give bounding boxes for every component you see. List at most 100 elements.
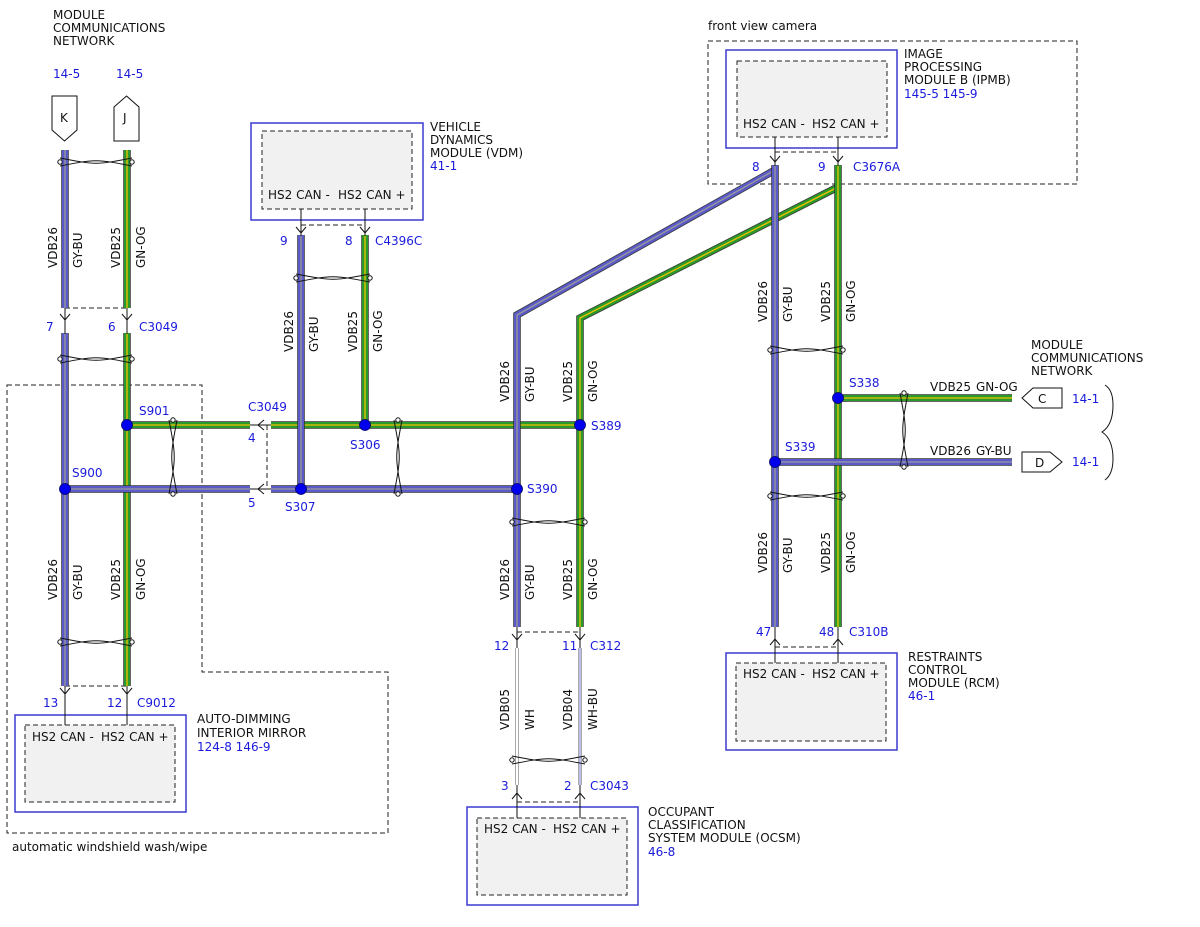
splice-points: [59, 392, 844, 495]
pin-arrow: [511, 792, 523, 800]
module-mirror[interactable]: HS2 CAN - HS2 CAN +: [14, 714, 187, 813]
connector-j[interactable]: J: [113, 95, 140, 142]
pin-mirror-12: 12: [107, 696, 122, 710]
c310b-id: C310B: [849, 625, 889, 639]
pin-arrow: [574, 792, 586, 800]
pin-stubs: [59, 137, 844, 818]
wire-label-vdb25: VDB25: [561, 361, 575, 402]
connector-k[interactable]: K: [51, 95, 78, 142]
mirror-pin-minus: HS2 CAN -: [32, 730, 94, 744]
ipmb-name-2: PROCESSING: [904, 60, 982, 74]
connector-c[interactable]: C: [1021, 387, 1063, 409]
mirror-name-2: INTERIOR MIRROR: [197, 726, 306, 740]
twist-marker: [57, 157, 135, 167]
mirror-ref: 124-8 146-9: [197, 740, 271, 754]
wire-label-gnog: GN-OG: [844, 531, 858, 573]
ipmb-ref: 145-5 145-9: [904, 87, 978, 101]
wire-label-gybu: GY-BU: [71, 232, 85, 268]
wire-label-gybu: GY-BU: [307, 316, 321, 352]
connector-d[interactable]: D: [1021, 451, 1063, 473]
connector-c-label: C: [1038, 392, 1046, 406]
pin-c3049-5: 5: [248, 496, 256, 510]
wire-label-gybu: GY-BU: [523, 366, 537, 402]
ipmb-name-1: IMAGE: [904, 47, 943, 61]
connector-k-label: K: [60, 111, 69, 125]
wire-labels: VDB26 GY-BU VDB25 GN-OG VDB26 GY-BU VDB2…: [46, 226, 858, 730]
ocsm-name-1: OCCUPANT: [648, 805, 715, 819]
twist-marker: [899, 390, 909, 470]
wire-label-vdb26: VDB26: [930, 444, 971, 458]
vdm-pin-plus: HS2 CAN +: [338, 188, 406, 202]
pin-vdm-8: 8: [345, 234, 353, 248]
mcn-top-3: NETWORK: [53, 34, 116, 48]
wire-label-gybu: GY-BU: [976, 444, 1012, 458]
pin-arrow: [359, 226, 371, 234]
wire-label-gybu: GY-BU: [71, 564, 85, 600]
twist-marker: [767, 345, 846, 355]
splice-s900-label: S900: [72, 466, 103, 480]
wire-label-vdb04: VDB04: [561, 689, 575, 730]
ref-c: 14-1: [1072, 392, 1099, 406]
wire-harness: [61, 150, 1012, 785]
pin-rcm-47: 47: [756, 625, 771, 639]
pin-arrow: [257, 483, 265, 495]
auto-wash-label: automatic windshield wash/wipe: [12, 840, 207, 854]
pin-c3049-6: 6: [108, 320, 116, 334]
twist-marker: [57, 637, 135, 647]
wire-label-gnog: GN-OG: [586, 360, 600, 402]
pin-arrow: [59, 687, 71, 695]
splice-s901-label: S901: [139, 404, 170, 418]
splice-s901-dot: [121, 419, 133, 431]
pin-c3049-4: 4: [248, 431, 256, 445]
pin-arrow: [121, 687, 133, 695]
module-ipmb[interactable]: HS2 CAN - HS2 CAN +: [725, 49, 898, 149]
c312-id: C312: [590, 639, 621, 653]
module-ocsm[interactable]: HS2 CAN - HS2 CAN +: [466, 806, 639, 906]
mcn-top-2: COMMUNICATIONS: [53, 21, 165, 35]
connector-d-label: D: [1035, 456, 1044, 470]
c3049-mid-id: C3049: [248, 400, 287, 414]
pin-arrow: [769, 638, 781, 646]
pin-c3049-7: 7: [46, 320, 54, 334]
twist-marker: [293, 273, 373, 283]
ref-k: 14-5: [53, 67, 80, 81]
mcn-right-3: NETWORK: [1031, 364, 1094, 378]
wire-label-vdb25: VDB25: [930, 380, 971, 394]
wire-label-gybu: GY-BU: [523, 564, 537, 600]
wire-label-vdb26: VDB26: [46, 559, 60, 600]
splice-s389-dot: [574, 419, 586, 431]
mcn-right-2: COMMUNICATIONS: [1031, 351, 1143, 365]
wire-label-whbu: WH-BU: [586, 688, 600, 730]
pin-rcm-48: 48: [819, 625, 834, 639]
splice-s339-dot: [769, 456, 781, 468]
vdm-name-1: VEHICLE: [430, 120, 481, 134]
ref-d: 14-1: [1072, 455, 1099, 469]
pin-arrow: [295, 226, 307, 234]
twist-marker: [767, 491, 846, 501]
wire-label-vdb26: VDB26: [498, 361, 512, 402]
auto-wash-zone: [6, 384, 389, 834]
pin-mirror-13: 13: [43, 696, 58, 710]
pin-arrow: [257, 419, 265, 431]
ocsm-pin-plus: HS2 CAN +: [553, 822, 621, 836]
zone-outlines: [6, 40, 1078, 834]
module-vdm[interactable]: HS2 CAN - HS2 CAN +: [250, 122, 424, 221]
wire-label-gnog: GN-OG: [134, 226, 148, 268]
pin-vdm-9: 9: [280, 234, 288, 248]
wire-label-gnog: GN-OG: [134, 558, 148, 600]
module-rcm[interactable]: HS2 CAN - HS2 CAN +: [725, 652, 898, 751]
wire-label-vdb26: VDB26: [46, 227, 60, 268]
pin-arrow: [769, 155, 781, 163]
ipmb-name-3: MODULE B (IPMB): [904, 73, 1011, 87]
network-brace: [1101, 384, 1114, 481]
splice-s338-label: S338: [849, 376, 880, 390]
wire-label-gnog: GN-OG: [586, 558, 600, 600]
rcm-pin-plus: HS2 CAN +: [812, 667, 880, 681]
splice-s306-label: S306: [350, 438, 381, 452]
rcm-name-2: CONTROL: [908, 663, 967, 677]
splice-s900-dot: [59, 483, 71, 495]
wire-gy-bu: [513, 166, 777, 489]
mirror-pin-plus: HS2 CAN +: [101, 730, 169, 744]
c4396c-id: C4396C: [375, 234, 422, 248]
